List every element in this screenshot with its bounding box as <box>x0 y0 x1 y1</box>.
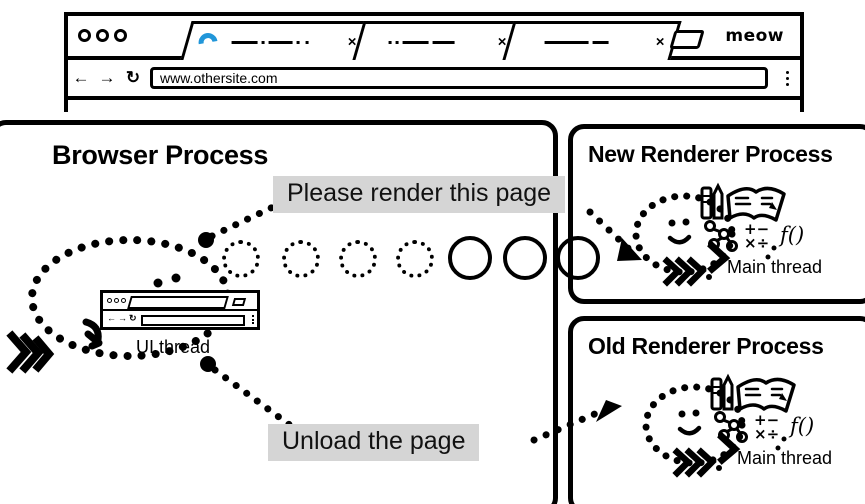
open-book-icon <box>736 377 796 413</box>
svg-text:+−: +− <box>744 220 769 238</box>
tab-title-placeholder <box>231 40 309 44</box>
svg-text:×÷: ×÷ <box>744 234 769 252</box>
math-operators-icon: +− ×÷ <box>754 411 787 451</box>
old-renderer-chevrons-icon <box>672 447 722 478</box>
message-bead-dotted <box>222 240 260 278</box>
ui-thread-label: UI thread <box>136 337 211 357</box>
browser-window-mock: × × × <box>64 12 804 112</box>
ui-thread-chevrons-icon <box>6 330 55 374</box>
tab-second[interactable]: × <box>352 21 524 60</box>
mini-new-tab-button <box>231 298 247 306</box>
message-bead-dotted <box>396 240 434 278</box>
svg-text:×÷: ×÷ <box>754 425 779 443</box>
kebab-menu-icon[interactable] <box>774 70 800 86</box>
address-bar-input[interactable]: www.othersite.com <box>150 67 768 89</box>
message-bead-solid-boundary <box>556 236 600 280</box>
old-renderer-thread-label: Main thread <box>737 448 833 468</box>
math-operators-icon: +− ×÷ <box>744 220 777 260</box>
node-graph-icon <box>704 220 738 252</box>
new-renderer-process-panel <box>568 124 865 304</box>
new-renderer-thread-label: Main thread <box>727 257 823 277</box>
new-renderer-face <box>632 192 736 276</box>
unload-message-label: Unload the page <box>268 424 480 461</box>
tab-loading[interactable]: × <box>180 21 374 60</box>
message-bead-dotted <box>339 240 377 278</box>
old-renderer-face <box>642 383 746 467</box>
new-renderer-chevrons-icon <box>662 256 712 287</box>
arrow-to-old-renderer <box>530 400 622 444</box>
render-message-label: Please render this page <box>273 176 566 213</box>
mini-tab-strip <box>103 293 257 311</box>
window-controls[interactable] <box>78 29 127 42</box>
loading-spinner-icon <box>194 28 222 56</box>
minimize-dot-icon[interactable] <box>96 29 109 42</box>
tab-title-placeholder <box>388 40 455 44</box>
toolbar: ← → ↻ www.othersite.com <box>68 60 800 100</box>
arrow-to-new-renderer <box>586 208 642 261</box>
open-book-icon <box>726 186 786 222</box>
mini-kebab-icon <box>252 315 254 324</box>
close-dot-icon[interactable] <box>78 29 91 42</box>
pencils-icon <box>710 373 734 411</box>
tab-title-placeholder <box>544 40 609 44</box>
new-renderer-tools-icons: +− ×÷ f() <box>700 182 804 260</box>
ui-thread-loop-arrow-icon <box>82 318 103 350</box>
message-bead-solid <box>448 236 492 280</box>
brand-label: meow <box>725 26 784 46</box>
forward-icon[interactable]: → <box>98 68 116 87</box>
render-message-connector <box>198 194 296 248</box>
pencils-icon <box>700 182 724 220</box>
unload-message-connector <box>200 356 306 438</box>
mini-address-bar <box>141 315 245 326</box>
maximize-dot-icon[interactable] <box>114 29 127 42</box>
mini-nav-icons: ←→↻ <box>107 313 139 323</box>
svg-text:+−: +− <box>754 411 779 429</box>
back-icon[interactable]: ← <box>72 68 90 87</box>
new-renderer-process-title: New Renderer Process <box>588 141 833 167</box>
tab-close-icon[interactable]: × <box>655 33 665 51</box>
mini-window-controls-icon <box>107 298 126 303</box>
reload-icon[interactable]: ↻ <box>125 68 141 87</box>
tab-strip: × × × <box>68 16 800 60</box>
function-notation-icon: f() <box>778 223 804 247</box>
old-renderer-process-title: Old Renderer Process <box>588 333 824 359</box>
function-notation-icon: f() <box>788 414 814 438</box>
mini-tab <box>127 296 229 309</box>
tab-third[interactable]: × <box>502 21 682 60</box>
message-bead-dotted <box>282 240 320 278</box>
new-tab-button[interactable] <box>669 30 705 49</box>
message-bead-solid <box>503 236 547 280</box>
browser-process-title: Browser Process <box>52 140 269 170</box>
node-graph-icon <box>714 411 748 443</box>
old-renderer-tools-icons: +− ×÷ f() <box>710 373 814 451</box>
ui-thread-browser-icon: ←→↻ <box>100 290 260 330</box>
